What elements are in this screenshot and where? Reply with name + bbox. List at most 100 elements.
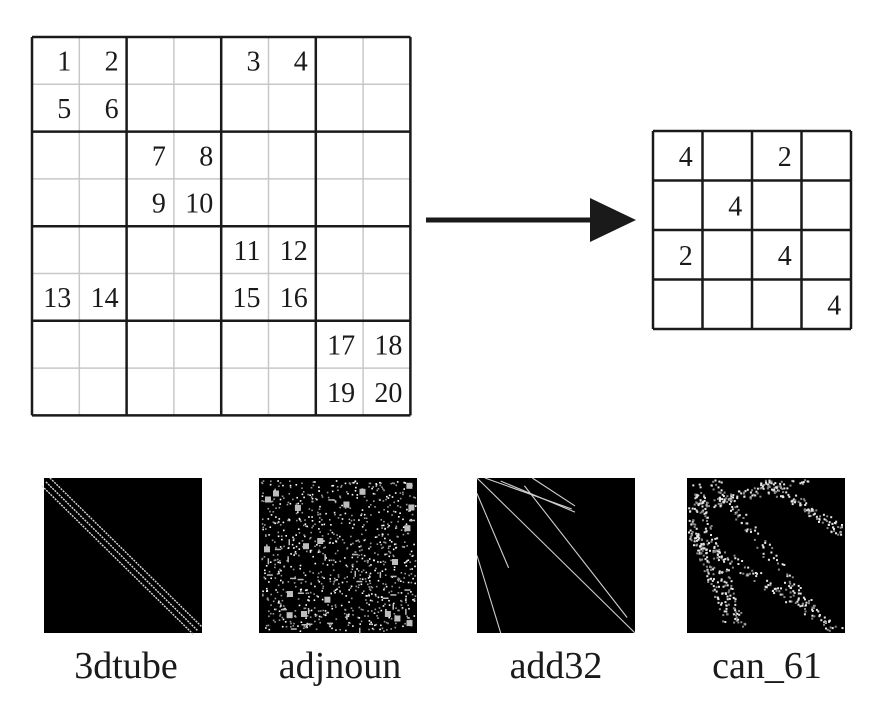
nonzero-dot xyxy=(268,615,270,618)
nonzero-dot xyxy=(387,622,389,625)
nonzero-dot xyxy=(410,581,413,584)
nonzero-dot xyxy=(329,537,332,540)
nonzero-dot xyxy=(272,554,275,556)
nonzero-dot xyxy=(308,610,311,612)
grid-cell-number: 18 xyxy=(374,330,402,361)
nonzero-dot xyxy=(811,610,814,612)
nonzero-dot xyxy=(719,491,722,494)
nonzero-dot xyxy=(808,509,811,512)
nonzero-dot xyxy=(272,521,275,523)
nonzero-dot xyxy=(700,543,703,546)
nonzero-dot xyxy=(807,480,810,483)
nonzero-dot xyxy=(718,480,721,483)
nonzero-dot xyxy=(347,615,350,617)
nonzero-dot xyxy=(368,586,370,588)
nonzero-dot xyxy=(354,490,357,492)
nonzero-dot xyxy=(726,568,728,571)
nonzero-dot xyxy=(333,533,335,535)
nonzero-dot xyxy=(327,622,334,625)
nonzero-dot xyxy=(278,518,281,520)
nonzero-dot xyxy=(270,604,272,606)
nonzero-dot xyxy=(396,535,398,538)
nonzero-dot xyxy=(735,611,738,614)
nonzero-dot xyxy=(693,503,696,506)
nonzero-dot xyxy=(822,513,825,516)
nonzero-dot xyxy=(268,570,271,573)
nonzero-dot xyxy=(697,534,699,537)
nonzero-dot xyxy=(698,549,701,552)
nonzero-dot xyxy=(381,599,384,601)
nonzero-dot xyxy=(266,587,268,590)
nonzero-dot xyxy=(275,516,277,518)
nonzero-dot xyxy=(301,511,304,514)
nonzero-dot xyxy=(353,519,355,521)
nonzero-dot xyxy=(348,613,350,616)
nonzero-dot xyxy=(728,597,731,600)
nonzero-dot xyxy=(272,613,275,615)
nonzero-dot xyxy=(303,607,306,610)
nonzero-dot xyxy=(769,582,772,585)
nonzero-dot xyxy=(841,524,843,526)
nonzero-dot xyxy=(774,482,777,485)
nonzero-dot xyxy=(283,565,285,568)
nonzero-dot xyxy=(408,607,410,610)
nonzero-dot xyxy=(405,599,407,601)
nonzero-dot xyxy=(775,486,778,489)
nonzero-dot xyxy=(717,596,719,599)
nonzero-dot xyxy=(833,529,836,532)
nonzero-dot xyxy=(331,531,334,534)
nonzero-dot xyxy=(367,615,369,617)
nonzero-dot xyxy=(762,487,765,490)
nonzero-dot xyxy=(724,584,727,587)
nonzero-dot xyxy=(405,608,407,615)
nonzero-dot xyxy=(398,578,401,580)
nonzero-dot xyxy=(744,490,747,493)
nonzero-dot xyxy=(351,514,353,517)
nonzero-dot xyxy=(317,610,320,612)
nonzero-dot xyxy=(360,608,363,611)
nonzero-dot xyxy=(706,560,709,563)
nonzero-dot xyxy=(351,481,354,484)
nonzero-dot xyxy=(727,558,730,561)
nonzero-dot xyxy=(402,526,405,528)
nonzero-dot xyxy=(384,568,387,571)
nonzero-dot xyxy=(767,492,770,495)
nonzero-dot xyxy=(316,498,318,501)
nonzero-dot xyxy=(717,559,720,562)
grid-cell-number: 1 xyxy=(57,47,71,78)
nonzero-dot xyxy=(788,574,791,577)
nonzero-dot xyxy=(738,613,741,616)
nonzero-dot xyxy=(700,548,703,551)
nonzero-dot xyxy=(725,570,728,573)
nonzero-dot xyxy=(354,480,357,482)
nonzero-dot xyxy=(738,514,741,517)
nonzero-dot xyxy=(697,549,700,552)
nonzero-dot xyxy=(371,593,373,595)
nonzero-dot xyxy=(747,573,750,576)
nonzero-dot xyxy=(287,519,289,522)
nonzero-dot xyxy=(803,613,806,616)
nonzero-dot xyxy=(277,561,279,564)
nonzero-dot xyxy=(728,589,731,592)
nonzero-dot xyxy=(299,630,302,632)
nonzero-dot xyxy=(768,481,771,484)
nonzero-dot xyxy=(820,619,823,622)
nonzero-dot xyxy=(794,499,797,502)
nonzero-dot xyxy=(287,556,289,563)
nonzero-dot xyxy=(749,491,752,494)
nonzero-dot xyxy=(311,526,313,529)
nonzero-dot xyxy=(394,511,397,513)
nonzero-dot xyxy=(300,590,302,593)
nonzero-dot xyxy=(357,539,360,541)
nonzero-dot xyxy=(329,529,332,532)
nonzero-dot xyxy=(397,609,399,612)
nonzero-dot xyxy=(730,587,733,590)
nonzero-dot xyxy=(725,607,728,610)
nonzero-dot xyxy=(262,528,264,531)
nonzero-dot xyxy=(330,524,332,526)
nonzero-dot xyxy=(312,525,314,527)
nonzero-dot xyxy=(781,488,784,490)
nonzero-dot xyxy=(359,488,366,495)
nonzero-dot xyxy=(721,493,724,496)
nonzero-dot xyxy=(366,561,369,564)
